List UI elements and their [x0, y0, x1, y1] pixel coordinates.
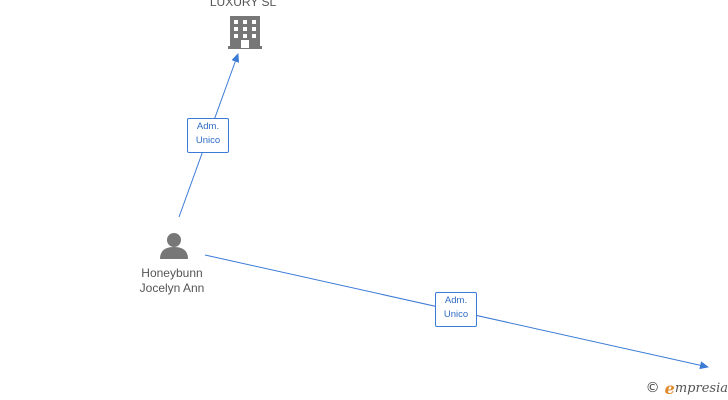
edge-label-adm-unico-1: Adm. Unico [187, 118, 229, 153]
person-icon[interactable] [160, 233, 188, 259]
person-name[interactable]: Honeybunn Jocelyn Ann [122, 266, 222, 296]
empresia-watermark: © e mpresia [646, 378, 728, 398]
copyright-icon: © [645, 380, 660, 396]
edge-label-2-line2: Unico [443, 309, 469, 320]
edge-label-1-line2: Unico [195, 135, 221, 146]
person-name-line2: Jocelyn Ann [139, 281, 205, 295]
building-icon[interactable] [228, 16, 262, 49]
brand-e: e [664, 378, 675, 398]
edge-label-2-line1: Adm. [444, 295, 468, 306]
edge-label-adm-unico-2: Adm. Unico [435, 292, 477, 327]
company-name[interactable]: LUXURY SL [209, 0, 277, 9]
brand-rest: mpresia [674, 380, 728, 396]
person-name-line1: Honeybunn [141, 266, 203, 280]
edge-label-1-line1: Adm. [196, 121, 220, 132]
